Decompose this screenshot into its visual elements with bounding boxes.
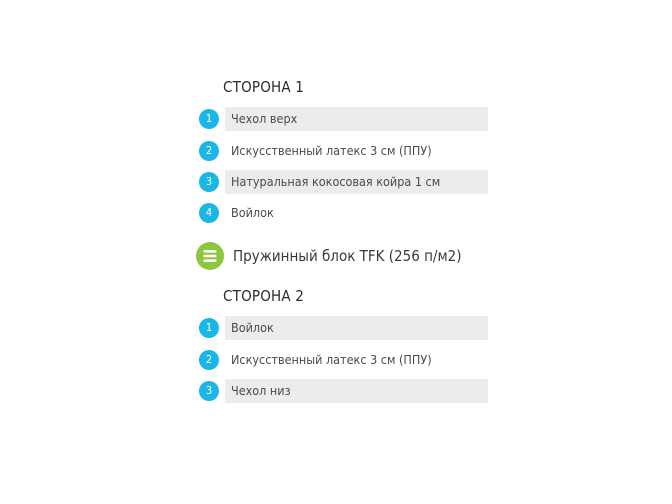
layer-label: Войлок (225, 316, 488, 340)
side-2-layer-3: 3 Чехол низ (199, 379, 488, 403)
number-badge: 2 (199, 141, 219, 161)
layer-label: Натуральная кокосовая койра 1 см (225, 170, 488, 194)
side-1-title: СТОРОНА 1 (223, 78, 305, 96)
spring-block-icon (196, 242, 224, 270)
number-badge: 3 (199, 172, 219, 192)
side-1-layer-2: 2 Искусственный латекс 3 см (ППУ) (199, 139, 488, 163)
number-badge: 1 (199, 318, 219, 338)
layer-label: Чехол низ (225, 379, 488, 403)
layer-label: Искусственный латекс 3 см (ППУ) (231, 143, 432, 158)
side-1-layer-4: 4 Войлок (199, 201, 488, 225)
layer-label: Искусственный латекс 3 см (ППУ) (231, 352, 432, 367)
side-1-layer-3: 3 Натуральная кокосовая койра 1 см (199, 170, 488, 194)
side-1-layer-1: 1 Чехол верх (199, 107, 488, 131)
number-badge: 1 (199, 109, 219, 129)
side-2-layer-2: 2 Искусственный латекс 3 см (ППУ) (199, 348, 488, 372)
side-2-title: СТОРОНА 2 (223, 287, 305, 305)
spring-block-label: Пружинный блок TFK (256 п/м2) (233, 247, 462, 265)
side-2-layer-1: 1 Войлок (199, 316, 488, 340)
spring-block-row: Пружинный блок TFK (256 п/м2) (196, 242, 496, 270)
layer-label: Чехол верх (225, 107, 488, 131)
number-badge: 2 (199, 350, 219, 370)
layer-label: Войлок (231, 205, 274, 220)
number-badge: 3 (199, 381, 219, 401)
number-badge: 4 (199, 203, 219, 223)
